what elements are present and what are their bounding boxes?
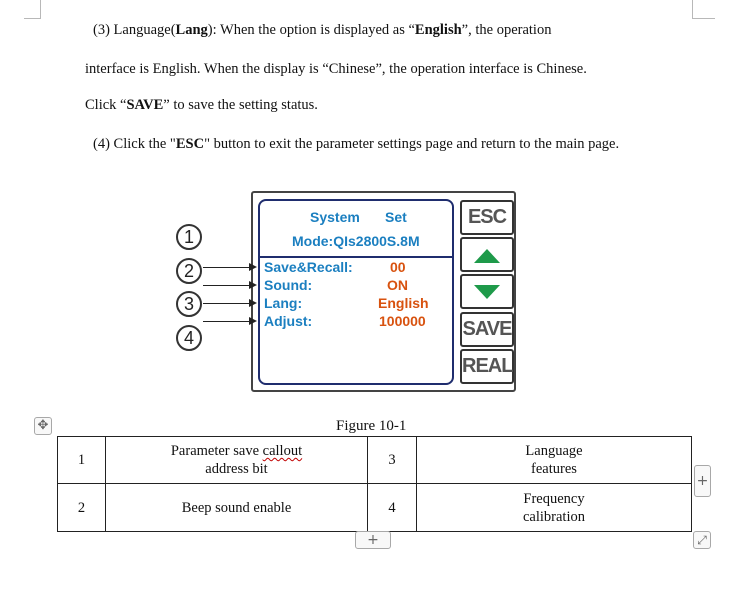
page-corner-mark-right bbox=[692, 0, 715, 19]
table-cell-number: 3 bbox=[367, 436, 417, 484]
move-cross-icon: ✥ bbox=[37, 418, 49, 433]
table-cell-desc: Frequency calibration bbox=[416, 483, 692, 532]
spellcheck-word: callout bbox=[262, 443, 303, 459]
save-button: SAVE bbox=[460, 312, 514, 347]
screen-mode: Mode:QIs2800S.8M bbox=[292, 233, 420, 249]
table-cell-desc: Language features bbox=[416, 436, 692, 484]
paragraph-lang: (3) Language(Lang): When the option is d… bbox=[93, 22, 552, 38]
up-button bbox=[460, 237, 514, 272]
screen-label-adjust: Adjust: bbox=[264, 313, 313, 329]
screen-title-system: System bbox=[310, 209, 360, 225]
parameter-table: 1 Parameter save callout address bit 3 L… bbox=[57, 436, 692, 532]
page-corner-mark-left bbox=[24, 0, 41, 19]
add-row-button[interactable]: + bbox=[355, 531, 391, 549]
callout-3: 3 bbox=[176, 291, 202, 317]
paragraph-esc: (4) Click the "ESC" button to exit the p… bbox=[93, 136, 620, 152]
screen-divider bbox=[258, 256, 454, 258]
table-cell-desc: Parameter save callout address bit bbox=[105, 436, 368, 484]
item-number-3: (3) bbox=[93, 22, 110, 38]
screen-title-set: Set bbox=[385, 209, 407, 225]
down-button bbox=[460, 274, 514, 309]
item-number-4: (4) bbox=[93, 136, 110, 152]
screen-label-sound: Sound: bbox=[264, 277, 313, 293]
figure-caption: Figure 10-1 bbox=[336, 418, 407, 434]
callout-arrow-2 bbox=[203, 262, 257, 271]
table-cell-number: 1 bbox=[57, 436, 106, 484]
screen-value-save-recall: 00 bbox=[390, 259, 406, 275]
add-column-button[interactable]: + bbox=[694, 465, 711, 497]
table-resize-handle[interactable]: ⤢ bbox=[693, 531, 711, 549]
table-cell-desc: Beep sound enable bbox=[105, 483, 368, 532]
triangle-up-icon bbox=[474, 249, 500, 263]
screen-value-sound: ON bbox=[387, 277, 408, 293]
triangle-down-icon bbox=[474, 285, 500, 299]
callout-arrow-3 bbox=[203, 280, 257, 289]
table-cell-number: 4 bbox=[367, 483, 417, 532]
table-cell-number: 2 bbox=[57, 483, 106, 532]
screen-value-adjust: 100000 bbox=[379, 313, 426, 329]
device-screen bbox=[258, 199, 454, 385]
screen-label-lang: Lang: bbox=[264, 295, 303, 311]
callout-4: 4 bbox=[176, 325, 202, 351]
resize-diagonal-icon: ⤢ bbox=[697, 533, 707, 547]
table-move-handle[interactable]: ✥ bbox=[34, 417, 52, 435]
callout-arrow-4 bbox=[203, 298, 257, 307]
callout-1: 1 bbox=[176, 224, 202, 250]
screen-value-lang: English bbox=[378, 295, 429, 311]
table-row: 1 Parameter save callout address bit 3 L… bbox=[57, 436, 692, 484]
table-row: 2 Beep sound enable 4 Frequency calibrat… bbox=[57, 483, 692, 532]
callout-2: 2 bbox=[176, 258, 202, 284]
callout-arrow-5 bbox=[203, 316, 257, 325]
esc-button: ESC bbox=[460, 200, 514, 235]
screen-label-save-recall: Save&Recall: bbox=[264, 259, 353, 275]
real-button: REAL bbox=[460, 349, 514, 384]
paragraph-lang-cont: interface is English. When the display i… bbox=[85, 61, 587, 77]
paragraph-save: Click “SAVE” to save the setting status. bbox=[85, 97, 318, 113]
